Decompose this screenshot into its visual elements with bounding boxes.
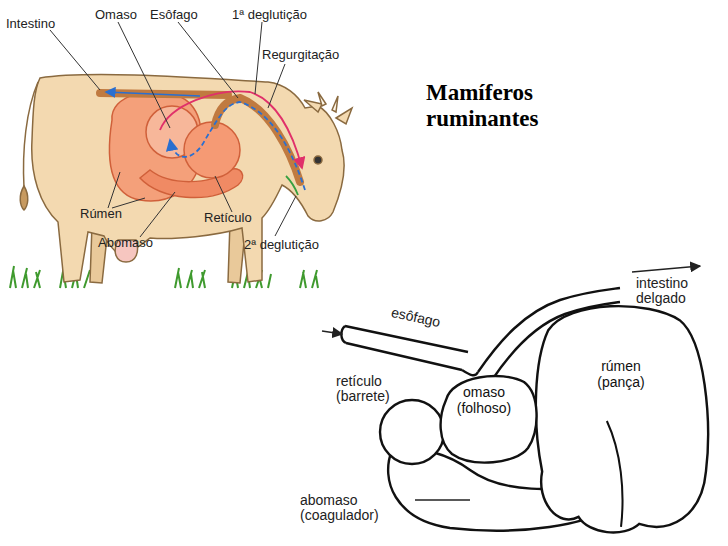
cow-stomach: [100, 91, 305, 200]
grass-tuft: [175, 268, 205, 288]
grass: [10, 266, 318, 288]
esophagus-junction: [462, 370, 478, 375]
part-label: intestino delgado: [636, 276, 716, 307]
chamber-outline: [536, 306, 708, 532]
omasum-chamber: omaso (folhoso): [432, 370, 540, 466]
step-label: 1ª deglutição: [232, 8, 332, 22]
esophagus-tube: [215, 98, 300, 182]
grass-tuft: [10, 266, 40, 288]
part-label: abomaso (coagulador): [300, 493, 400, 524]
part-label: Intestino: [6, 17, 76, 31]
part-label: Retículo: [204, 211, 274, 225]
leader-lines: [50, 22, 296, 237]
food-path-first: [170, 102, 305, 190]
cow-horn: [318, 92, 338, 112]
part-label: Esôfago: [150, 8, 220, 22]
diagram-title: Mamíferos ruminantes: [426, 80, 601, 133]
chamber-fold: [607, 421, 623, 527]
leader-line: [275, 196, 296, 236]
leader-line: [215, 176, 232, 212]
leader-line: [118, 22, 170, 128]
rumen-chamber: rúmen (pança): [528, 300, 710, 532]
esophagus-tube: [345, 326, 468, 370]
chamber-outline: [441, 376, 537, 463]
part-label: retículo (barrete): [336, 374, 416, 405]
leader-line: [140, 192, 175, 237]
chamber-outline: [528, 300, 710, 532]
chamber-label: omaso (folhoso): [444, 384, 524, 416]
food-path-regurgitation: [160, 91, 302, 168]
cow-ear: [304, 100, 352, 124]
leader-line: [108, 172, 145, 208]
reticulum-organ: [380, 400, 444, 464]
flow-arrow: [322, 331, 342, 334]
leader-line: [415, 499, 470, 500]
step-label: Regurgitação: [262, 48, 362, 62]
flow-arrow: [632, 266, 700, 272]
cow-eye: [314, 156, 322, 164]
leader-line: [50, 30, 100, 90]
food-path-second: [286, 176, 298, 195]
leader-line: [268, 64, 285, 108]
step-label: 2ª deglutição: [244, 238, 354, 252]
grass-tuft: [300, 270, 318, 288]
cow-tail-tuft: [20, 186, 28, 210]
part-label: esôfago: [390, 305, 462, 335]
part-label: Rúmen: [80, 207, 140, 221]
part-label: Abomaso: [98, 236, 168, 250]
chamber-label: rúmen (pança): [576, 358, 666, 390]
leader-line: [178, 22, 238, 98]
reticulum-organ: [184, 122, 240, 178]
esophagus-end: [341, 326, 346, 343]
cow-tail: [24, 82, 38, 188]
leader-line: [255, 22, 262, 94]
part-label: Omaso: [95, 8, 155, 22]
